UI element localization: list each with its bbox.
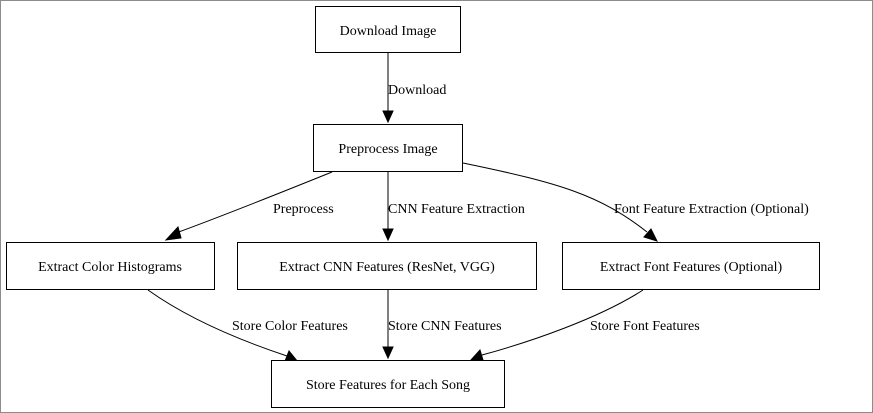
node-extract-cnn-features: Extract CNN Features (ResNet, VGG) (237, 242, 537, 290)
node-preprocess-image: Preprocess Image (313, 124, 463, 172)
node-label-extract-font-features: Extract Font Features (Optional) (600, 260, 783, 275)
node-label-preprocess-image: Preprocess Image (338, 142, 437, 157)
node-label-download-image: Download Image (340, 24, 437, 39)
edge-label-font-feature-extraction: Font Feature Extraction (Optional) (614, 202, 809, 217)
edge-preprocess-to-cnn (382, 172, 394, 242)
node-extract-color-histograms: Extract Color Histograms (6, 242, 215, 290)
edge-label-download: Download (388, 83, 446, 98)
edge-label-store-color-features: Store Color Features (232, 319, 348, 334)
edge-font-to-store (468, 289, 644, 362)
node-store-features: Store Features for Each Song (271, 360, 505, 408)
edge-cnn-to-store (382, 290, 394, 360)
edge-preprocess-to-font (462, 162, 658, 242)
node-label-extract-color-histograms: Extract Color Histograms (38, 260, 182, 275)
edge-label-store-cnn-features: Store CNN Features (388, 319, 502, 334)
edge-download-to-preprocess (382, 53, 394, 124)
edge-label-cnn-feature-extraction: CNN Feature Extraction (388, 202, 525, 217)
node-label-store-features: Store Features for Each Song (306, 378, 470, 393)
node-download-image: Download Image (315, 6, 461, 53)
edge-label-store-font-features: Store Font Features (590, 319, 700, 334)
edge-label-preprocess: Preprocess (273, 202, 334, 217)
node-label-extract-cnn-features: Extract CNN Features (ResNet, VGG) (279, 260, 495, 275)
node-extract-font-features: Extract Font Features (Optional) (562, 242, 820, 290)
edge-preprocess-to-color (164, 171, 333, 241)
